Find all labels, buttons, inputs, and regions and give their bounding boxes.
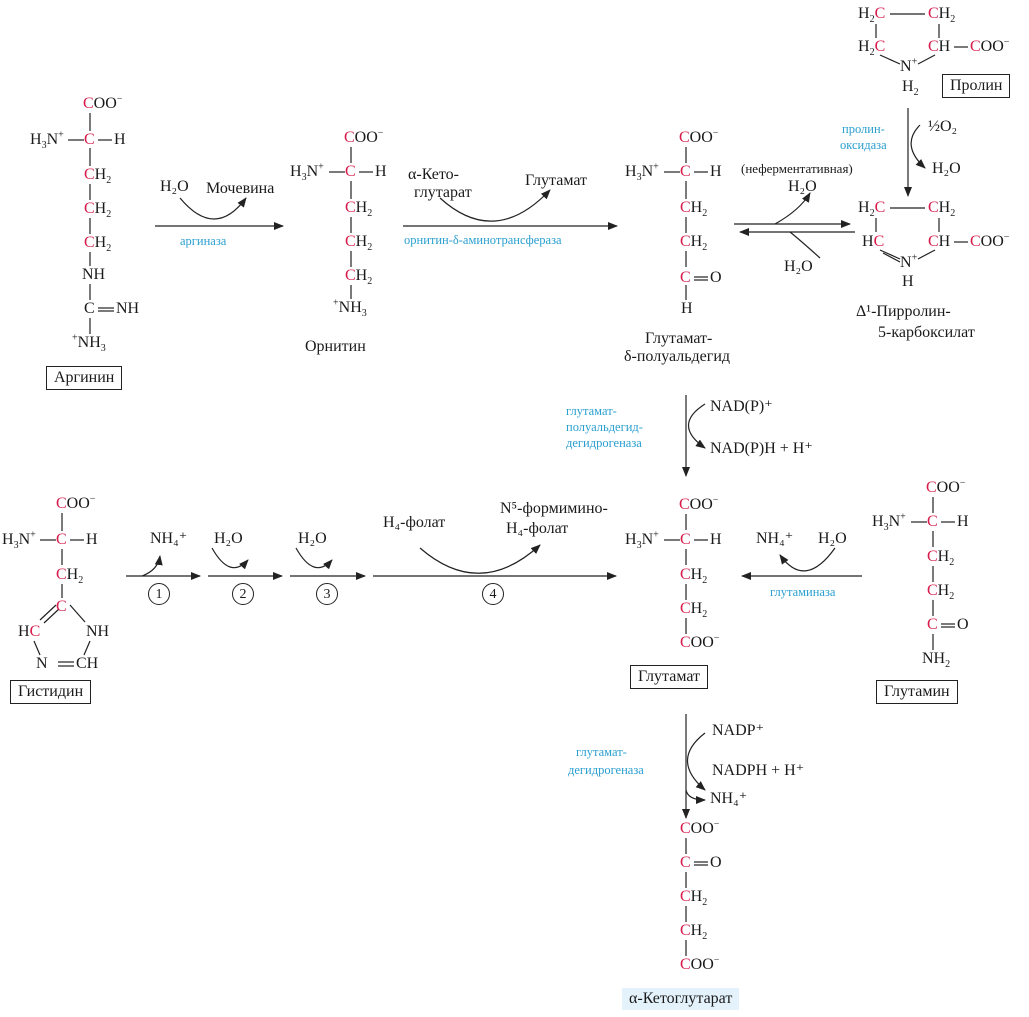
arginine-label: Аргинин — [46, 366, 123, 390]
ornithine-transaminase-enzyme: орнитин-δ-аминотрансфераза — [404, 233, 562, 247]
semialdehyde-dh-enzyme-3: дегидрогеназа — [566, 436, 642, 450]
formimino-product-2: H₄-фолат — [506, 520, 569, 537]
glutamate-product: Глутамат — [525, 172, 588, 189]
proline-label: Пролин — [942, 74, 1011, 98]
nonenzymatic-note: (неферментативная) — [741, 161, 853, 176]
proline-oxidase-enzyme-1: пролин- — [842, 122, 885, 136]
step-1-marker: 1 — [148, 583, 170, 605]
glutamine-label: Глутамин — [876, 680, 958, 704]
step-4-marker: 4 — [482, 583, 504, 605]
pyrroline-label-2: 5-карбоксилат — [878, 324, 975, 341]
glutamate-label: Глутамат — [630, 665, 709, 689]
h2o-in: H₂O — [784, 258, 813, 275]
h2o-out: H₂O — [788, 178, 817, 195]
nadp-reagent: NADP⁺ — [712, 722, 765, 739]
formimino-product-1: N⁵-формимино- — [500, 500, 608, 517]
pyrroline-label-1: Δ¹-Пирролин- — [856, 303, 951, 320]
semialdehyde-label-2: δ-полуальдегид — [624, 348, 731, 365]
h2o-step-3: H₂O — [298, 530, 327, 547]
step-2-marker: 2 — [232, 583, 254, 605]
semialdehyde-label-1: Глутамат- — [645, 330, 713, 347]
h4-folate-reagent: H₄-фолат — [383, 514, 446, 531]
urea-label: Мочевина — [206, 180, 275, 197]
step-3-marker: 3 — [316, 583, 338, 605]
histidine-label: Гистидин — [10, 680, 92, 704]
h2o-reagent: H₂O — [160, 178, 189, 195]
nadph-product-2: NADPH + H⁺ — [712, 762, 805, 779]
a-ketoglutarate-reagent-1: α-Кето- — [408, 166, 459, 183]
glutamate-dh-enzyme-1: глутамат- — [576, 745, 627, 759]
glutamate-dh-enzyme-2: дегидрогеназа — [568, 763, 644, 777]
gdh-nh4-product: NH₄⁺ — [710, 790, 748, 807]
proline-h2o-product: H₂O — [932, 160, 961, 177]
proline-oxidase-enzyme-2: оксидаза — [840, 138, 887, 152]
glutaminase-h2o: H₂O — [818, 530, 847, 547]
glutaminase-nh4: NH₄⁺ — [756, 530, 794, 547]
h2o-step-2: H₂O — [214, 530, 243, 547]
nh4-product: NH₄⁺ — [150, 530, 188, 547]
a-ketoglutarate-reagent-2: глутарат — [414, 184, 472, 201]
glutaminase-enzyme: глутаминаза — [770, 585, 836, 599]
semialdehyde-dh-enzyme-2: полуальдегид- — [566, 420, 643, 434]
nadph-product: NAD(P)H + H⁺ — [710, 440, 813, 457]
nadp-plus-reagent: NAD(P)⁺ — [710, 398, 773, 415]
ketoglutarate-label: α-Кетоглутарат — [622, 988, 740, 1010]
semialdehyde-dh-enzyme-1: глутамат- — [566, 404, 617, 418]
arginase-enzyme: аргиназа — [180, 234, 227, 248]
half-o2-reagent: ½O₂ — [928, 118, 958, 135]
ornithine-label: Орнитин — [305, 338, 366, 355]
